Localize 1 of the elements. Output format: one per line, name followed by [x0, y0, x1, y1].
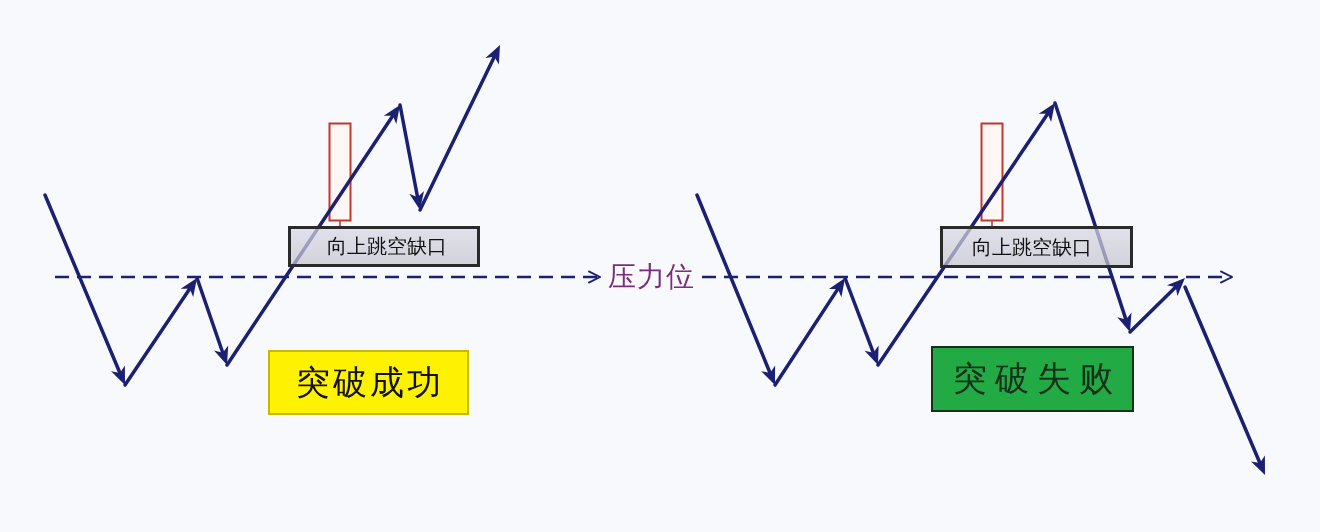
resistance-level-label: 压力位: [600, 260, 702, 294]
